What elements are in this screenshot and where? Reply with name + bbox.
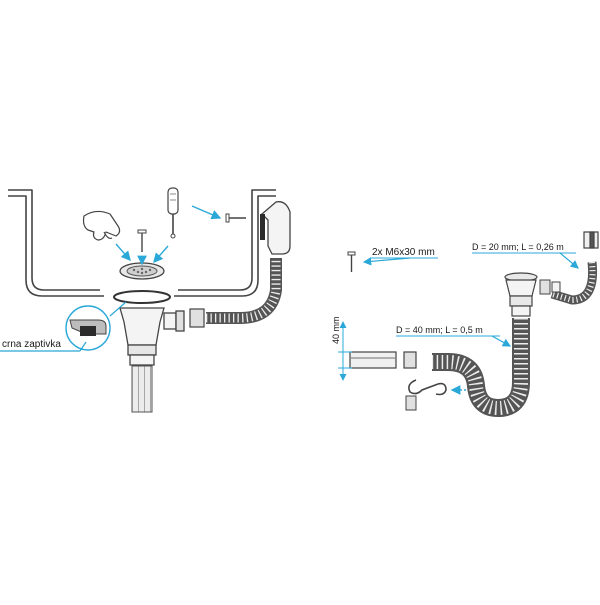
screwdriver-icon [167, 187, 179, 239]
lower-connector [405, 395, 417, 411]
overflow-screw [225, 213, 246, 223]
flat-adapter [349, 351, 417, 369]
screw-icon [137, 229, 147, 252]
drain-body [119, 307, 185, 366]
drain-lower-hose [131, 365, 153, 413]
small-connectors [539, 279, 561, 295]
screws-label: 2x M6x30 mm [372, 247, 435, 258]
large-hose-label: D = 40 mm; L = 0,5 m [396, 325, 483, 335]
gasket-ring-icon [113, 290, 171, 304]
height-dimension [338, 321, 352, 381]
overflow-hose-connector [189, 308, 205, 328]
small-hose [550, 261, 598, 305]
gasket-label: crna zaptivka [2, 339, 61, 350]
small-hose-label: D = 20 mm; L = 0,26 m [472, 242, 564, 252]
hand-icon [82, 210, 121, 241]
hook-clip [408, 379, 447, 396]
overflow-hose [206, 258, 282, 324]
gasket-callout [65, 301, 127, 351]
overflow-cover [260, 201, 291, 255]
assembly-arrows-left [115, 205, 222, 266]
sink-outline [8, 189, 276, 297]
overflow-head [583, 231, 599, 249]
trap-body [504, 272, 538, 317]
height-label: 40 mm [331, 316, 341, 344]
screw-icon [347, 251, 356, 272]
strainer-icon [119, 262, 165, 280]
